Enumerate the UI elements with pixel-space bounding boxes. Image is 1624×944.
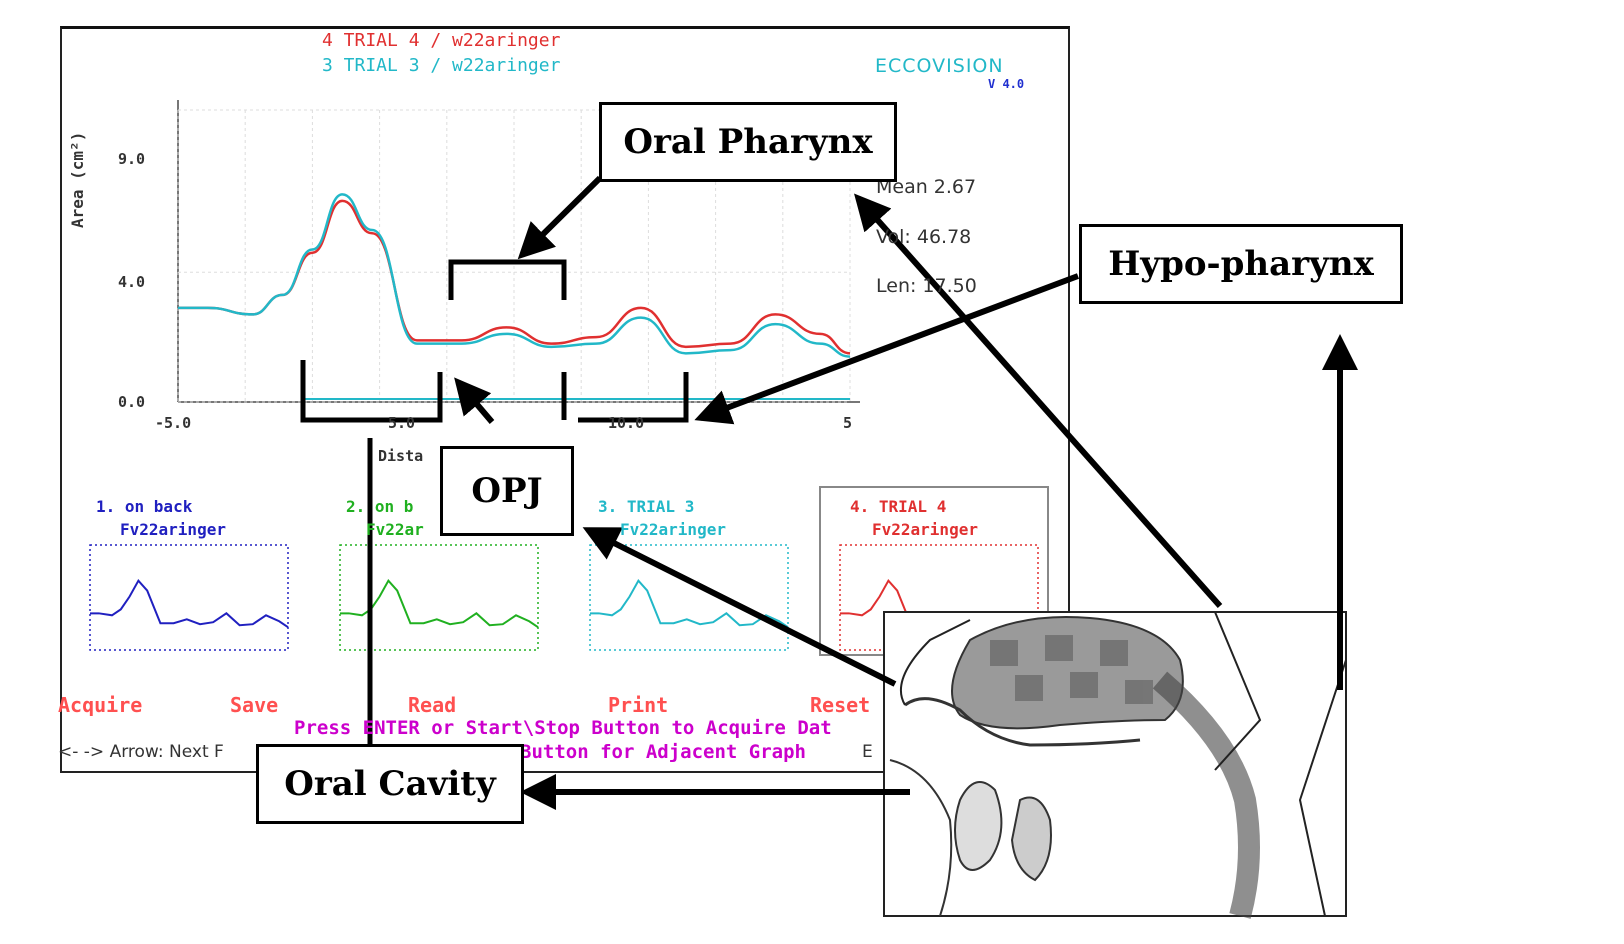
- hypo-pharynx-bracket: [578, 372, 689, 423]
- hyoid-icon: [1010, 796, 1052, 882]
- series-line-1: [177, 199, 851, 355]
- trial4-legend: 4 TRIAL 4 / w22aringer: [322, 30, 561, 51]
- arrows: [454, 175, 1358, 810]
- series-line-2: [177, 193, 851, 358]
- trial3-legend: 3 TRIAL 3 / w22aringer: [322, 55, 561, 76]
- thumb-series-line: [90, 578, 289, 628]
- stat-len: Len: 17.50: [876, 275, 977, 297]
- airway-line-icon: [1298, 659, 1347, 917]
- y-tick-label: 9.0: [118, 150, 146, 168]
- thumb-plot-frame[interactable]: [589, 544, 789, 651]
- jaw-icon: [954, 781, 1003, 871]
- thumb-4-sub: Fv22aringer: [872, 520, 978, 539]
- stat-vol: Vol: 46.78: [876, 226, 972, 248]
- x-tick-label: 5: [843, 414, 853, 432]
- thumb-1-sub: Fv22aringer: [120, 520, 226, 539]
- y-tick-label: 0.0: [118, 393, 146, 411]
- opj-callout: OPJ: [440, 446, 574, 536]
- brand-label: ECCOVISION: [875, 55, 1004, 77]
- status-message-2: Button for Adjacent Graph: [520, 741, 806, 763]
- menu-print[interactable]: Print: [608, 693, 669, 717]
- footer-hint: <- -> Arrow: Next F: [58, 742, 224, 762]
- oral-pharynx-callout: Oral Pharynx: [599, 102, 897, 182]
- menu-acquire[interactable]: Acquire: [58, 693, 143, 717]
- pharynx-wall-icon: [1152, 671, 1260, 919]
- arrow-to-opj: [454, 377, 495, 424]
- nasal-outline-icon: [900, 619, 971, 706]
- chin-outline-icon: [889, 759, 953, 917]
- x-tick-label: -5.0: [155, 414, 192, 432]
- thumb-3-label: 3. TRIAL 3: [598, 497, 695, 516]
- thumb-2-label: 2. on b: [346, 497, 414, 516]
- tongue-texture: [990, 635, 1153, 704]
- palate-icon: [904, 697, 1141, 747]
- arrow-to-oral-pharynx: [517, 175, 603, 260]
- tongue-icon: [951, 615, 1184, 730]
- menu-save[interactable]: Save: [230, 693, 279, 717]
- oral-cavity-bracket: [300, 360, 443, 423]
- thumb-4-label: 4. TRIAL 4: [850, 497, 947, 516]
- y-tick-label: 4.0: [118, 273, 146, 291]
- arrow-to-stats: [854, 193, 1223, 608]
- menu-read[interactable]: Read: [408, 693, 457, 717]
- anatomy-illustration: [883, 611, 1347, 919]
- thumb-2-sub: Fv22ar: [366, 520, 424, 539]
- x-axis-label: Dista: [378, 447, 424, 465]
- x-tick-label: 10.0: [608, 414, 645, 432]
- footer-hint-right: E: [862, 742, 873, 762]
- arrow-to-opj-box: [582, 527, 897, 687]
- region-brackets: [300, 259, 689, 745]
- thumb-plot-frame[interactable]: [339, 544, 539, 651]
- status-message: Press ENTER or Start\Stop Button to Acqu…: [294, 717, 832, 739]
- oral-cavity-callout: Oral Cavity: [256, 744, 524, 824]
- arrow-to-hypo-pharynx: [694, 273, 1080, 425]
- hypo-pharynx-callout: Hypo-pharynx: [1079, 224, 1403, 304]
- thumb-1-label: 1. on back: [96, 497, 193, 516]
- thumb-plot-frame[interactable]: [89, 544, 289, 651]
- y-axis-label: Area (cm²): [68, 131, 87, 228]
- menu-reset[interactable]: Reset: [810, 693, 871, 717]
- oral-pharynx-bracket: [448, 259, 567, 300]
- thumb-series-line: [590, 578, 789, 628]
- thumb-3-sub: Fv22aringer: [620, 520, 726, 539]
- stat-mean: Mean 2.67: [876, 176, 977, 198]
- airway-line-icon: [1214, 611, 1262, 771]
- version-label: V 4.0: [988, 77, 1025, 91]
- x-tick-label: 5.0: [388, 414, 416, 432]
